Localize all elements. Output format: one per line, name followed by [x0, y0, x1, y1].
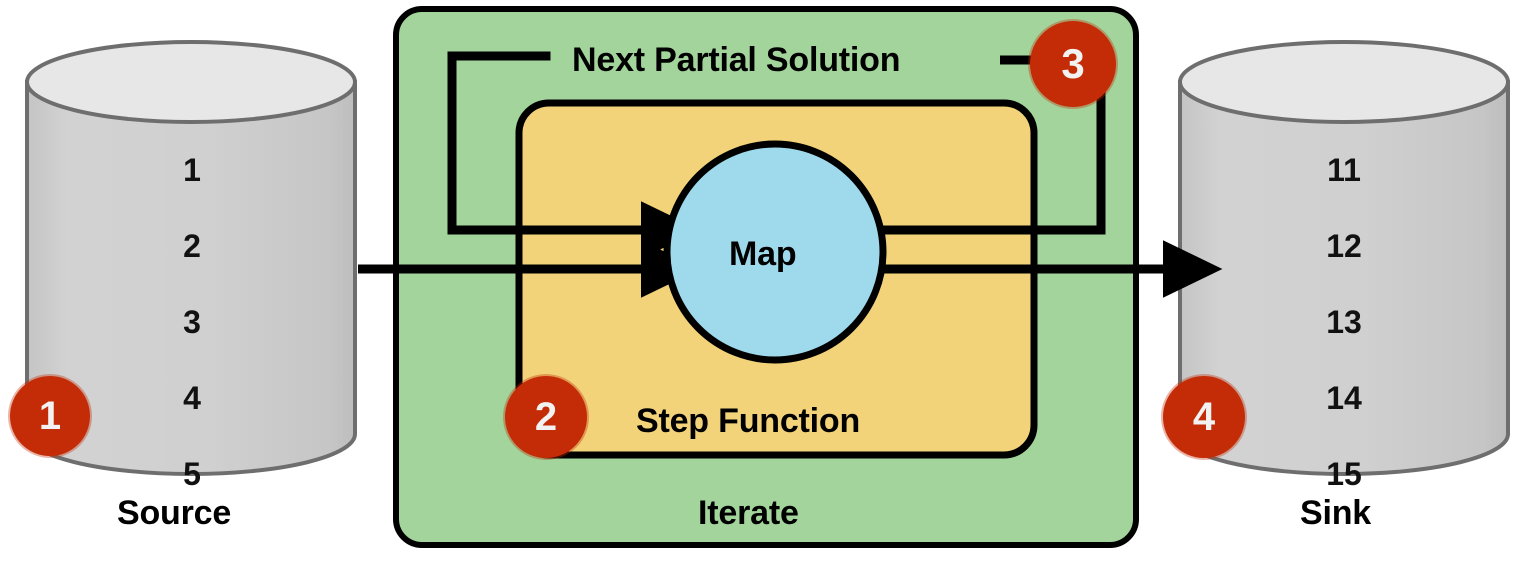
- source-caption: Source: [117, 494, 232, 532]
- feedback-loop-icon: [447, 51, 1106, 259]
- source-cylinder-icon: [25, 40, 357, 476]
- source-records: 1 2 3 4 5: [148, 154, 236, 490]
- badge-step-function[interactable]: 2: [505, 376, 587, 458]
- source-record: 4: [183, 380, 201, 416]
- source-record: 2: [183, 228, 201, 264]
- badge-next-partial-solution[interactable]: 3: [1030, 21, 1116, 107]
- source-record: 5: [183, 456, 201, 492]
- operator-circle-icon: [663, 140, 887, 364]
- iterate-label: Iterate: [698, 494, 799, 532]
- sink-record: 11: [1327, 152, 1361, 188]
- sink-record: 12: [1326, 228, 1362, 264]
- operator-label: Map: [729, 235, 797, 273]
- next-partial-solution-label: Next Partial Solution: [572, 41, 901, 79]
- badge-sink[interactable]: 4: [1163, 376, 1245, 458]
- source-record: 3: [183, 304, 201, 340]
- sink-records: 11 12 13 14 15: [1300, 154, 1388, 490]
- step-function-label: Step Function: [636, 402, 861, 440]
- sink-record: 13: [1326, 304, 1362, 340]
- sink-record: 14: [1326, 380, 1362, 416]
- source-record: 1: [183, 152, 201, 188]
- sink-record: 15: [1326, 456, 1362, 492]
- sink-caption: Sink: [1300, 494, 1372, 532]
- badge-source[interactable]: 1: [10, 376, 90, 456]
